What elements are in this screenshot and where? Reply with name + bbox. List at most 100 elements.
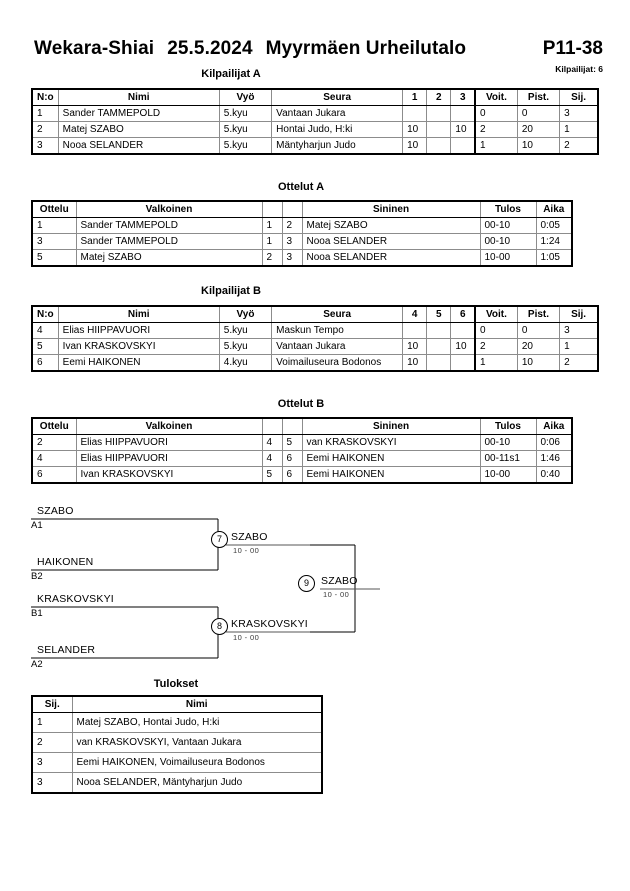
table-row: 3 Nooa SELANDER 5.kyu Mäntyharjun Judo 1…	[30, 137, 600, 155]
cell-club: Vantaan Jukara	[271, 338, 404, 355]
bracket-node-8: 8	[211, 618, 228, 635]
cell-time: 1:46	[535, 450, 573, 467]
cell-match-3: 10	[450, 121, 476, 138]
cell-name: Sander TAMMEPOLD	[57, 105, 220, 122]
pool-b-table: N:o Nimi Vyö Seura 4 5 6 Voit. Pist. Sij…	[30, 305, 600, 372]
table-row: 6 Ivan KRASKOVSKYI 5 6 Eemi HAIKONEN 10-…	[31, 466, 573, 484]
cell-points: 0	[516, 105, 561, 122]
cell-club: Vantaan Jukara	[271, 105, 404, 122]
cell-blue-no: 3	[281, 233, 303, 250]
cell-match-6: 10	[450, 338, 476, 355]
cell-result: 00-10	[479, 233, 537, 250]
cell-name: Nooa SELANDER	[57, 137, 220, 155]
cell-rank: 3	[31, 752, 73, 773]
bracket-entry-name-1: SZABO	[37, 505, 74, 517]
cell-match-5	[426, 338, 452, 355]
cell-result: 10-00	[479, 466, 537, 484]
cell-rank: 1	[559, 338, 600, 355]
caption-pool-a: Kilpailijat A	[201, 68, 261, 80]
col-white-no	[261, 200, 283, 218]
cell-wins: 2	[474, 338, 518, 355]
cell-no: 4	[30, 322, 59, 339]
table-row: 3 Eemi HAIKONEN, Voimailuseura Bodonos	[31, 752, 323, 773]
cell-blue-no: 6	[281, 466, 303, 484]
caption-matches-a: Ottelut A	[277, 181, 325, 193]
cell-no: 1	[30, 105, 59, 122]
col-blue-no	[281, 417, 303, 435]
cell-match-3	[450, 137, 476, 155]
col-match-3: 3	[450, 88, 476, 106]
bracket-entry-seed-1: A1	[31, 520, 43, 531]
col-blue-no	[281, 200, 303, 218]
table-row: 5 Ivan KRASKOVSKYI 5.kyu Vantaan Jukara …	[30, 338, 600, 355]
cell-white: Sander TAMMEPOLD	[75, 233, 263, 250]
cell-match-no: 3	[31, 233, 77, 250]
bracket-score-9: 10 - 00	[323, 590, 350, 599]
cell-time: 1:24	[535, 233, 573, 250]
col-white: Valkoinen	[75, 417, 263, 435]
col-time: Aika	[535, 417, 573, 435]
competitor-count: Kilpailijat: 6	[555, 64, 603, 74]
col-result: Tulos	[479, 200, 537, 218]
cell-match-4: 10	[402, 338, 428, 355]
caption-pool-b: Kilpailijat B	[201, 285, 261, 297]
caption-matches-b: Ottelut B	[277, 398, 325, 410]
cell-white: Sander TAMMEPOLD	[75, 217, 263, 234]
cell-match-4	[402, 322, 428, 339]
cell-match-5	[426, 354, 452, 372]
bracket-score-7: 10 - 00	[233, 546, 260, 555]
col-match-6: 6	[450, 305, 476, 323]
cell-name: van KRASKOVSKYI, Vantaan Jukara	[71, 732, 323, 753]
cell-name: Elias HIIPPAVUORI	[57, 322, 220, 339]
cell-belt: 5.kyu	[218, 105, 273, 122]
matches-a-table: Ottelu Valkoinen Sininen Tulos Aika 1 Sa…	[31, 200, 573, 267]
table-header-row: N:o Nimi Vyö Seura 1 2 3 Voit. Pist. Sij…	[30, 88, 600, 106]
col-belt: Vyö	[218, 88, 273, 106]
table-row: 4 Elias HIIPPAVUORI 5.kyu Maskun Tempo 0…	[30, 322, 600, 339]
results-table: Sij. Nimi 1 Matej SZABO, Hontai Judo, H:…	[31, 695, 323, 794]
cell-belt: 5.kyu	[218, 121, 273, 138]
caption-results: Tulokset	[153, 678, 199, 690]
cell-wins: 1	[474, 354, 518, 372]
cell-white-no: 4	[261, 450, 283, 467]
cell-name: Ivan KRASKOVSKYI	[57, 338, 220, 355]
col-blue: Sininen	[301, 200, 481, 218]
cell-wins: 0	[474, 322, 518, 339]
table-row: 1 Matej SZABO, Hontai Judo, H:ki	[31, 712, 323, 733]
cell-blue: Eemi HAIKONEN	[301, 450, 481, 467]
col-wins: Voit.	[474, 88, 518, 106]
pool-a-table: N:o Nimi Vyö Seura 1 2 3 Voit. Pist. Sij…	[30, 88, 600, 155]
cell-name: Matej SZABO	[57, 121, 220, 138]
cell-result: 00-10	[479, 434, 537, 451]
cell-white: Matej SZABO	[75, 249, 263, 267]
cell-club: Voimailuseura Bodonos	[271, 354, 404, 372]
cell-rank: 2	[31, 732, 73, 753]
cell-blue-no: 2	[281, 217, 303, 234]
cell-rank: 3	[559, 105, 600, 122]
table-row: 1 Sander TAMMEPOLD 1 2 Matej SZABO 00-10…	[31, 217, 573, 234]
cell-match-1: 10	[402, 121, 428, 138]
cell-time: 0:05	[535, 217, 573, 234]
cell-match-5	[426, 322, 452, 339]
cell-belt: 5.kyu	[218, 338, 273, 355]
cell-match-1: 10	[402, 137, 428, 155]
bracket-node-7: 7	[211, 531, 228, 548]
cell-white-no: 1	[261, 217, 283, 234]
col-club: Seura	[271, 305, 404, 323]
cell-belt: 5.kyu	[218, 322, 273, 339]
cell-points: 20	[516, 338, 561, 355]
table-header-row: Ottelu Valkoinen Sininen Tulos Aika	[31, 200, 573, 218]
col-match-no: Ottelu	[31, 417, 77, 435]
table-row: 2 Elias HIIPPAVUORI 4 5 van KRASKOVSKYI …	[31, 434, 573, 451]
cell-blue: Nooa SELANDER	[301, 249, 481, 267]
col-no: N:o	[30, 88, 59, 106]
cell-blue: van KRASKOVSKYI	[301, 434, 481, 451]
cell-points: 10	[516, 354, 561, 372]
col-white: Valkoinen	[75, 200, 263, 218]
bracket-score-8: 10 - 00	[233, 633, 260, 642]
cell-white-no: 1	[261, 233, 283, 250]
table-row: 5 Matej SZABO 2 3 Nooa SELANDER 10-00 1:…	[31, 249, 573, 267]
cell-white: Ivan KRASKOVSKYI	[75, 466, 263, 484]
cell-blue-no: 3	[281, 249, 303, 267]
